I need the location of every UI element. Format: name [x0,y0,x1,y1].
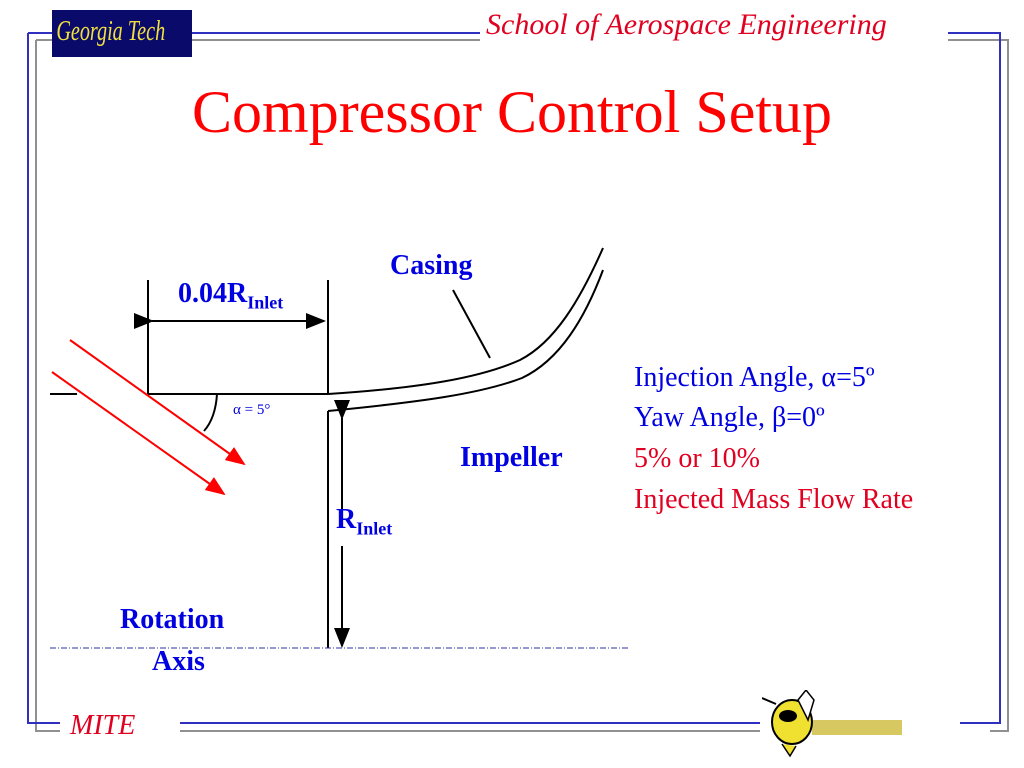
rotation-axis-label-line2: Axis [152,646,205,677]
casing-label: Casing [390,250,473,281]
injection-flow-arrow [51,371,226,496]
angle-arc [203,393,218,432]
georgia-tech-logo: Georgia Tech [52,10,192,57]
injection-angle-note: Injection Angle, α=5º [634,362,875,393]
radius-label-sub: Inlet [356,518,393,539]
injection-flow-arrow [69,339,246,466]
casing-outer-curve [327,247,604,395]
gap-dimension-label: 0.04RInlet [178,278,283,314]
impeller-label: Impeller [460,442,563,473]
casing-inner-curve [327,269,604,412]
flow-rate-options-note: 5% or 10% [634,443,760,474]
radius-label: RInlet [336,504,392,540]
logo-text: Georgia Tech [56,16,166,47]
school-name: School of Aerospace Engineering [486,8,887,41]
page-title: Compressor Control Setup [192,79,832,145]
casing-pointer [452,289,491,359]
yaw-angle-note: Yaw Angle, β=0º [634,402,825,433]
gap-label-main: 0.04R [178,278,248,309]
gap-label-sub: Inlet [247,292,284,313]
radius-label-main: R [336,504,357,535]
flow-rate-label-note: Injected Mass Flow Rate [634,484,914,515]
yellow-jacket-mascot-logo [762,690,902,758]
angle-label: α = 5° [233,402,271,418]
rotation-axis-label-line1: Rotation [120,604,225,635]
footer-label: MITE [70,710,136,741]
